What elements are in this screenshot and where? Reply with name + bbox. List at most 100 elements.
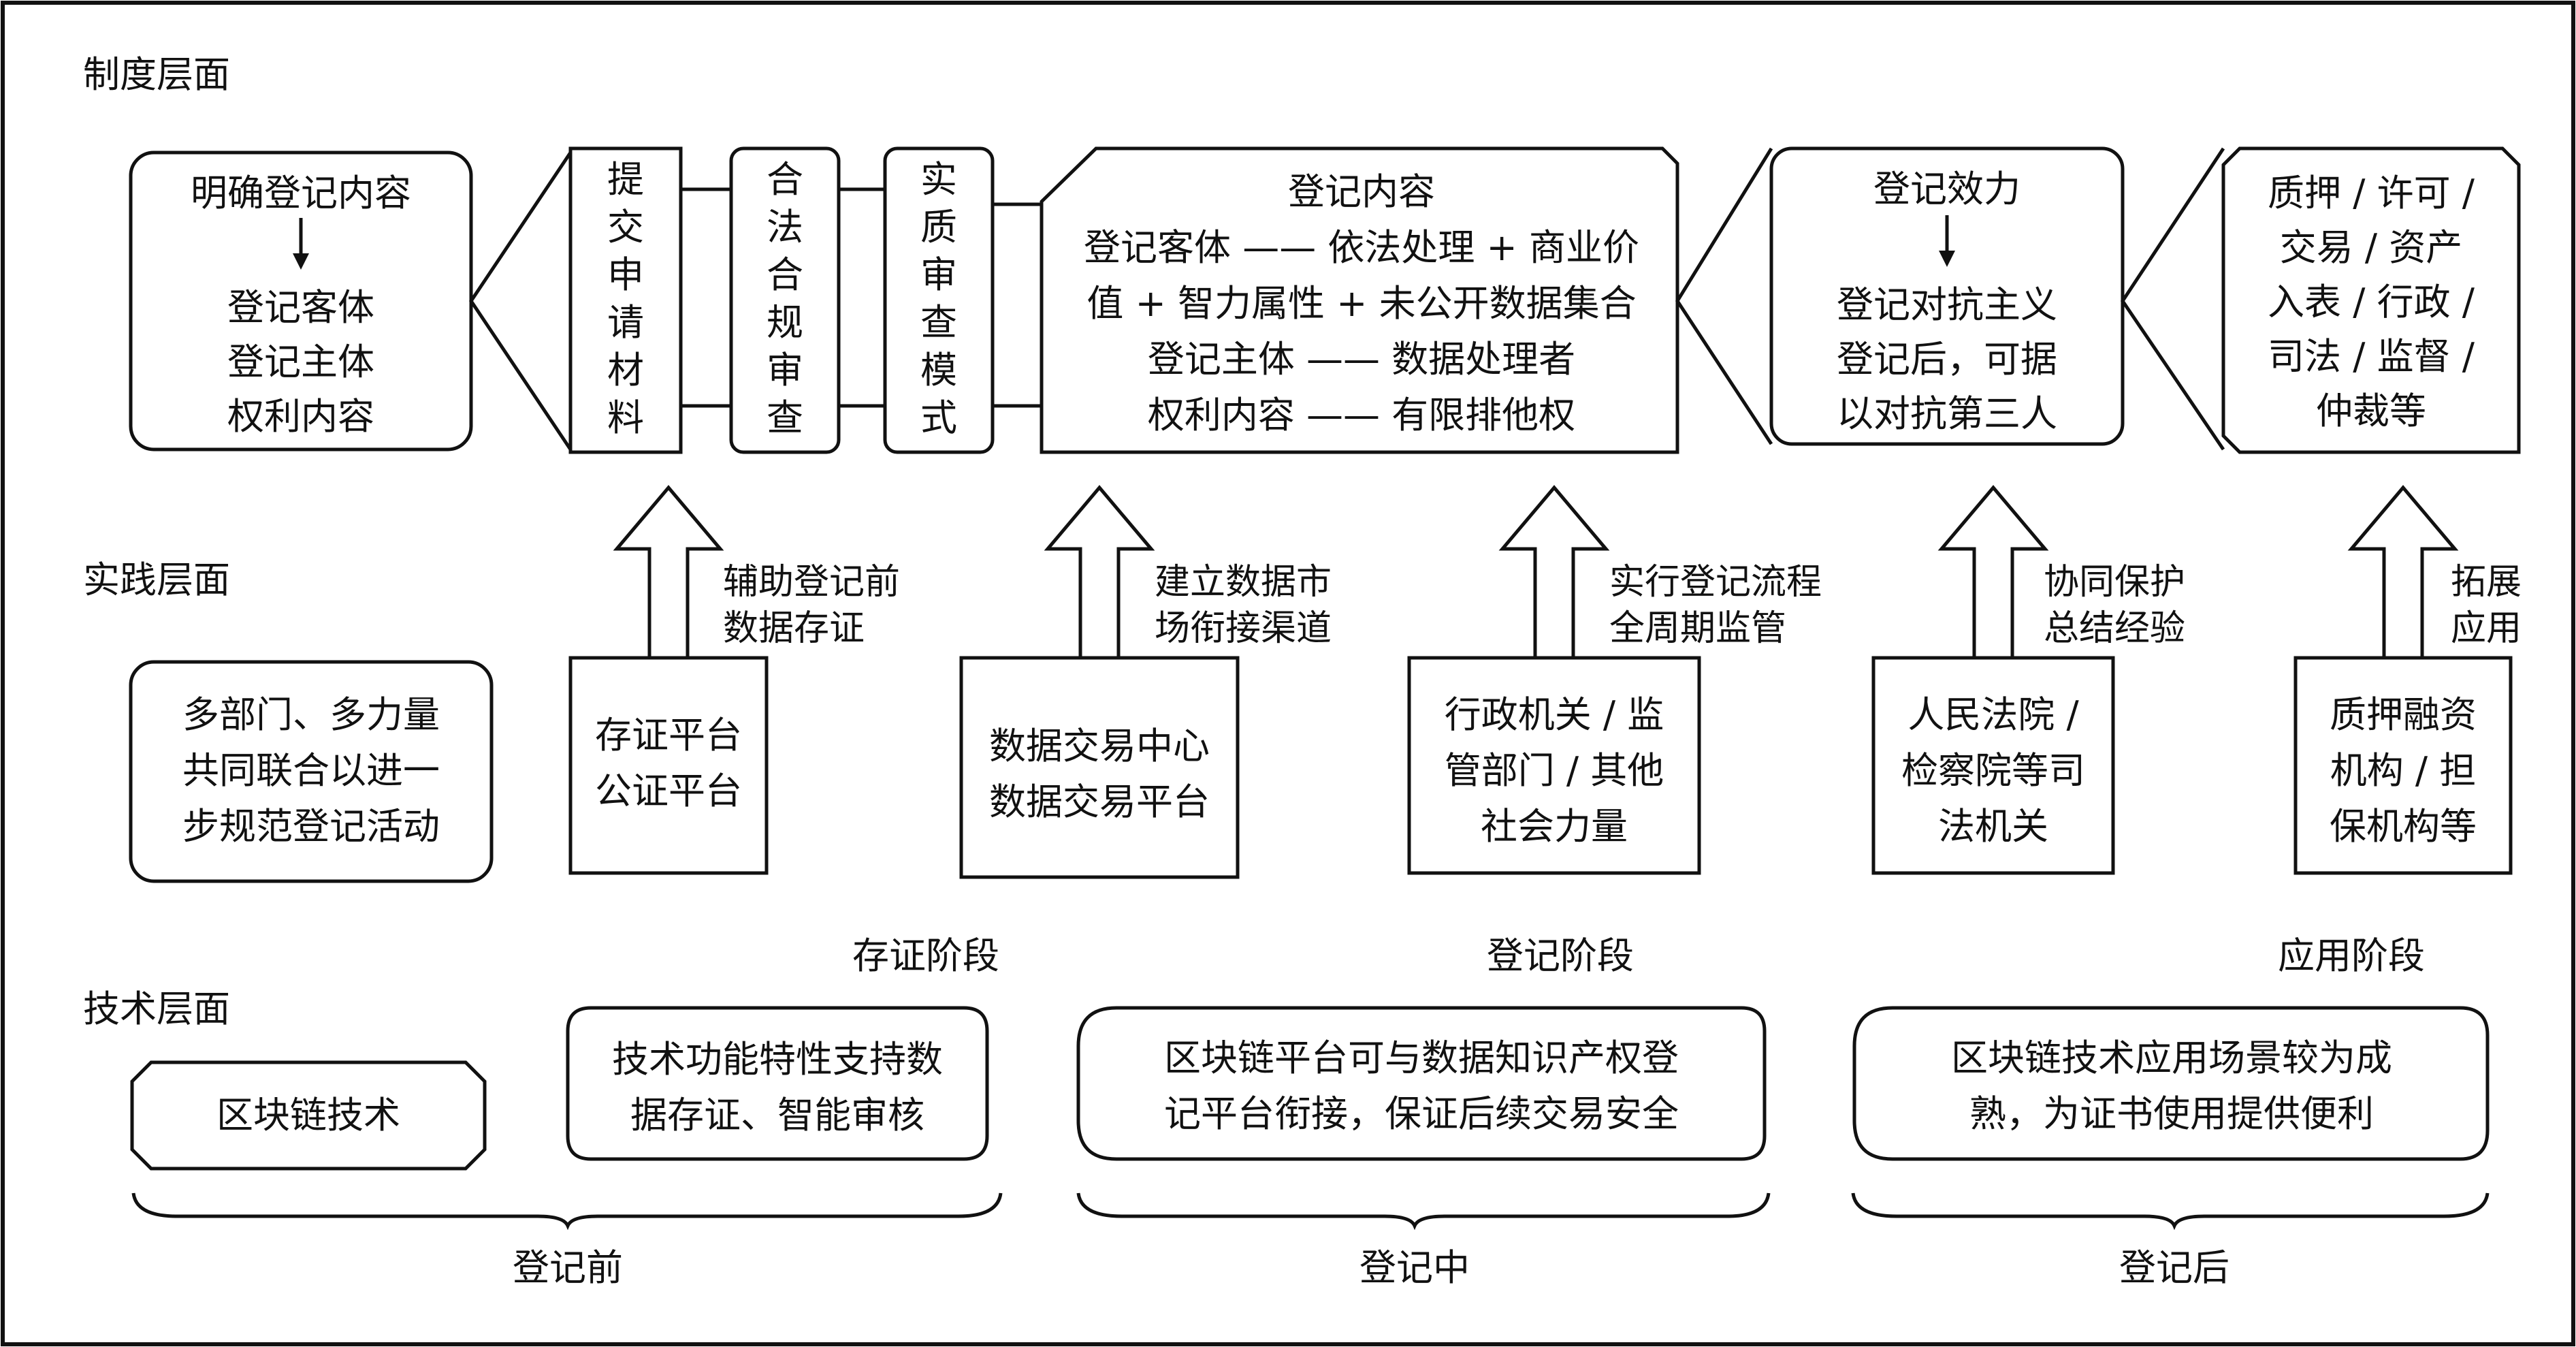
layer-label-technology: 技术层面 <box>83 987 230 1030</box>
registration-effect-box: 登记效力 登记对抗主义 登记后，可据 以对抗第三人 <box>1769 146 2125 446</box>
step-submit-char: 交 <box>607 206 644 249</box>
tech-line: 据存证、智能审核 <box>630 1094 924 1137</box>
step-compliance-box <box>729 146 841 454</box>
clarify-title: 明确登记内容 <box>191 172 411 215</box>
chevron-connector <box>1675 147 1773 445</box>
period-label: 登记中 <box>1359 1246 1470 1289</box>
step-submit-box <box>568 146 683 454</box>
data-exchange-box: 数据交易中心 数据交易平台 <box>959 656 1240 879</box>
platform-line: 法机关 <box>1938 805 2048 848</box>
multi-line: 步规范登记活动 <box>182 805 440 848</box>
platform-line: 存证平台 <box>595 714 742 757</box>
step-substantive-char: 审 <box>920 253 957 296</box>
platform-line: 保机构等 <box>2330 805 2477 848</box>
financing-institution-box: 质押融资 机构 / 担 保机构等 <box>2293 656 2513 875</box>
application-line: 司法 / 监督 / <box>2268 335 2475 378</box>
content-line: 权利内容 —— 有限排他权 <box>1148 394 1575 437</box>
arrow-evidence-up-arrow <box>613 485 724 660</box>
blockchain-box: 区块链技术 <box>130 1060 487 1171</box>
effect-line: 以对抗第三人 <box>1837 392 2057 435</box>
platform-line: 数据交易平台 <box>989 780 1210 823</box>
step-compliance-char: 法 <box>767 206 803 249</box>
application-line: 交易 / 资产 <box>2280 226 2463 269</box>
administrative-box: 行政机关 / 监 管部门 / 其他 社会力量 <box>1407 656 1701 875</box>
step-compliance-char: 合 <box>767 158 803 201</box>
platform-line: 数据交易中心 <box>989 725 1210 767</box>
evidence-platform-box: 存证平台 公证平台 <box>568 656 769 875</box>
brace-after <box>1851 1192 2490 1231</box>
tech-line: 技术功能特性支持数 <box>612 1038 943 1081</box>
period-label: 登记后 <box>2119 1246 2229 1289</box>
tech-line: 熟，为证书使用提供便利 <box>1969 1092 2374 1135</box>
arrow-supervision-up-arrow <box>1498 485 1610 660</box>
platform-line: 检察院等司 <box>1901 749 2085 792</box>
arrow-expand-label: 拓展 <box>2451 562 2522 603</box>
step-substantive-char: 质 <box>920 206 957 249</box>
chevron-connector <box>468 151 573 451</box>
step-submit-char: 料 <box>607 396 644 439</box>
step-compliance-char: 合 <box>767 253 803 296</box>
platform-line: 管部门 / 其他 <box>1445 749 1664 792</box>
arrow-supervision-label: 全周期监管 <box>1609 608 1786 649</box>
blockchain-label: 区块链技术 <box>216 1094 400 1137</box>
step-submit-char: 申 <box>607 253 644 296</box>
clarify-item: 权利内容 <box>227 395 374 438</box>
arrow-protection-label: 总结经验 <box>2044 608 2185 649</box>
step-submit-char: 材 <box>607 349 644 392</box>
effect-title: 登记效力 <box>1873 168 2020 210</box>
platform-line: 机构 / 担 <box>2330 749 2477 792</box>
arrow-exchange-label: 建立数据市 <box>1155 562 1332 603</box>
platform-line: 行政机关 / 监 <box>1445 693 1664 736</box>
multi-line: 共同联合以进一 <box>182 749 440 792</box>
platform-line: 公证平台 <box>595 770 742 812</box>
tech-evidence-box: 技术功能特性支持数 据存证、智能审核 <box>566 1006 989 1161</box>
content-line: 登记主体 —— 数据处理者 <box>1148 338 1575 381</box>
application-line: 入表 / 行政 / <box>2268 281 2475 323</box>
platform-line: 人民法院 / <box>1907 693 2079 736</box>
step-compliance-char: 查 <box>767 396 803 439</box>
stage-label: 应用阶段 <box>2278 934 2425 977</box>
stage-label: 存证阶段 <box>852 934 999 977</box>
step-substantive-char: 实 <box>920 158 957 201</box>
registration-content-box: 登记内容 登记客体 —— 依法处理 + 商业价 值 + 智力属性 + 未公开数据… <box>1040 146 1679 454</box>
brace-during <box>1076 1192 1771 1231</box>
multi-line: 多部门、多力量 <box>182 693 440 736</box>
content-title: 登记内容 <box>1288 170 1435 213</box>
tech-line: 记平台衔接，保证后续交易安全 <box>1164 1092 1679 1135</box>
effect-line: 登记对抗主义 <box>1837 283 2057 326</box>
step-substantive-char: 模 <box>920 349 957 392</box>
tech-line: 区块链平台可与数据知识产权登 <box>1164 1036 1679 1079</box>
tech-line: 区块链技术应用场景较为成 <box>1951 1036 2392 1079</box>
step-substantive-char: 式 <box>920 396 957 439</box>
arrow-expand-label: 应用 <box>2451 608 2522 649</box>
content-line: 登记客体 —— 依法处理 + 商业价 <box>1084 226 1639 269</box>
arrow-evidence-label: 辅助登记前 <box>723 562 900 603</box>
step-substantive-char: 查 <box>920 301 957 344</box>
step-submit-char: 提 <box>607 158 644 201</box>
clarify-item: 登记主体 <box>227 340 374 383</box>
content-line: 值 + 智力属性 + 未公开数据集合 <box>1086 282 1636 325</box>
step-substantive-box <box>883 146 995 454</box>
clarify-content-box: 明确登记内容 登记客体 登记主体 权利内容 <box>129 150 473 451</box>
application-line: 质押 / 许可 / <box>2268 172 2475 215</box>
effect-line: 登记后，可据 <box>1837 338 2057 381</box>
arrow-protection-up-arrow <box>1937 485 2049 660</box>
platform-line: 质押融资 <box>2330 693 2477 736</box>
layer-label-institution: 制度层面 <box>83 53 230 96</box>
brace-before <box>131 1192 1003 1231</box>
multi-department-box: 多部门、多力量 共同联合以进一 步规范登记活动 <box>129 660 494 883</box>
arrow-evidence-label: 数据存证 <box>723 608 865 649</box>
clarify-item: 登记客体 <box>227 286 374 329</box>
chevron-connector <box>2120 147 2225 451</box>
arrow-exchange-up-arrow <box>1044 485 1155 660</box>
step-submit-char: 请 <box>607 301 644 344</box>
arrow-exchange-label: 场衔接渠道 <box>1155 608 1332 649</box>
arrow-protection-label: 协同保护 <box>2044 562 2185 603</box>
application-box: 质押 / 许可 / 交易 / 资产 入表 / 行政 / 司法 / 监督 / 仲裁… <box>2221 146 2521 454</box>
arrow-expand-up-arrow <box>2347 485 2459 660</box>
tech-application-box: 区块链技术应用场景较为成 熟，为证书使用提供便利 <box>1852 1006 2490 1161</box>
platform-line: 社会力量 <box>1481 805 1628 848</box>
stage-label: 登记阶段 <box>1487 934 1634 977</box>
